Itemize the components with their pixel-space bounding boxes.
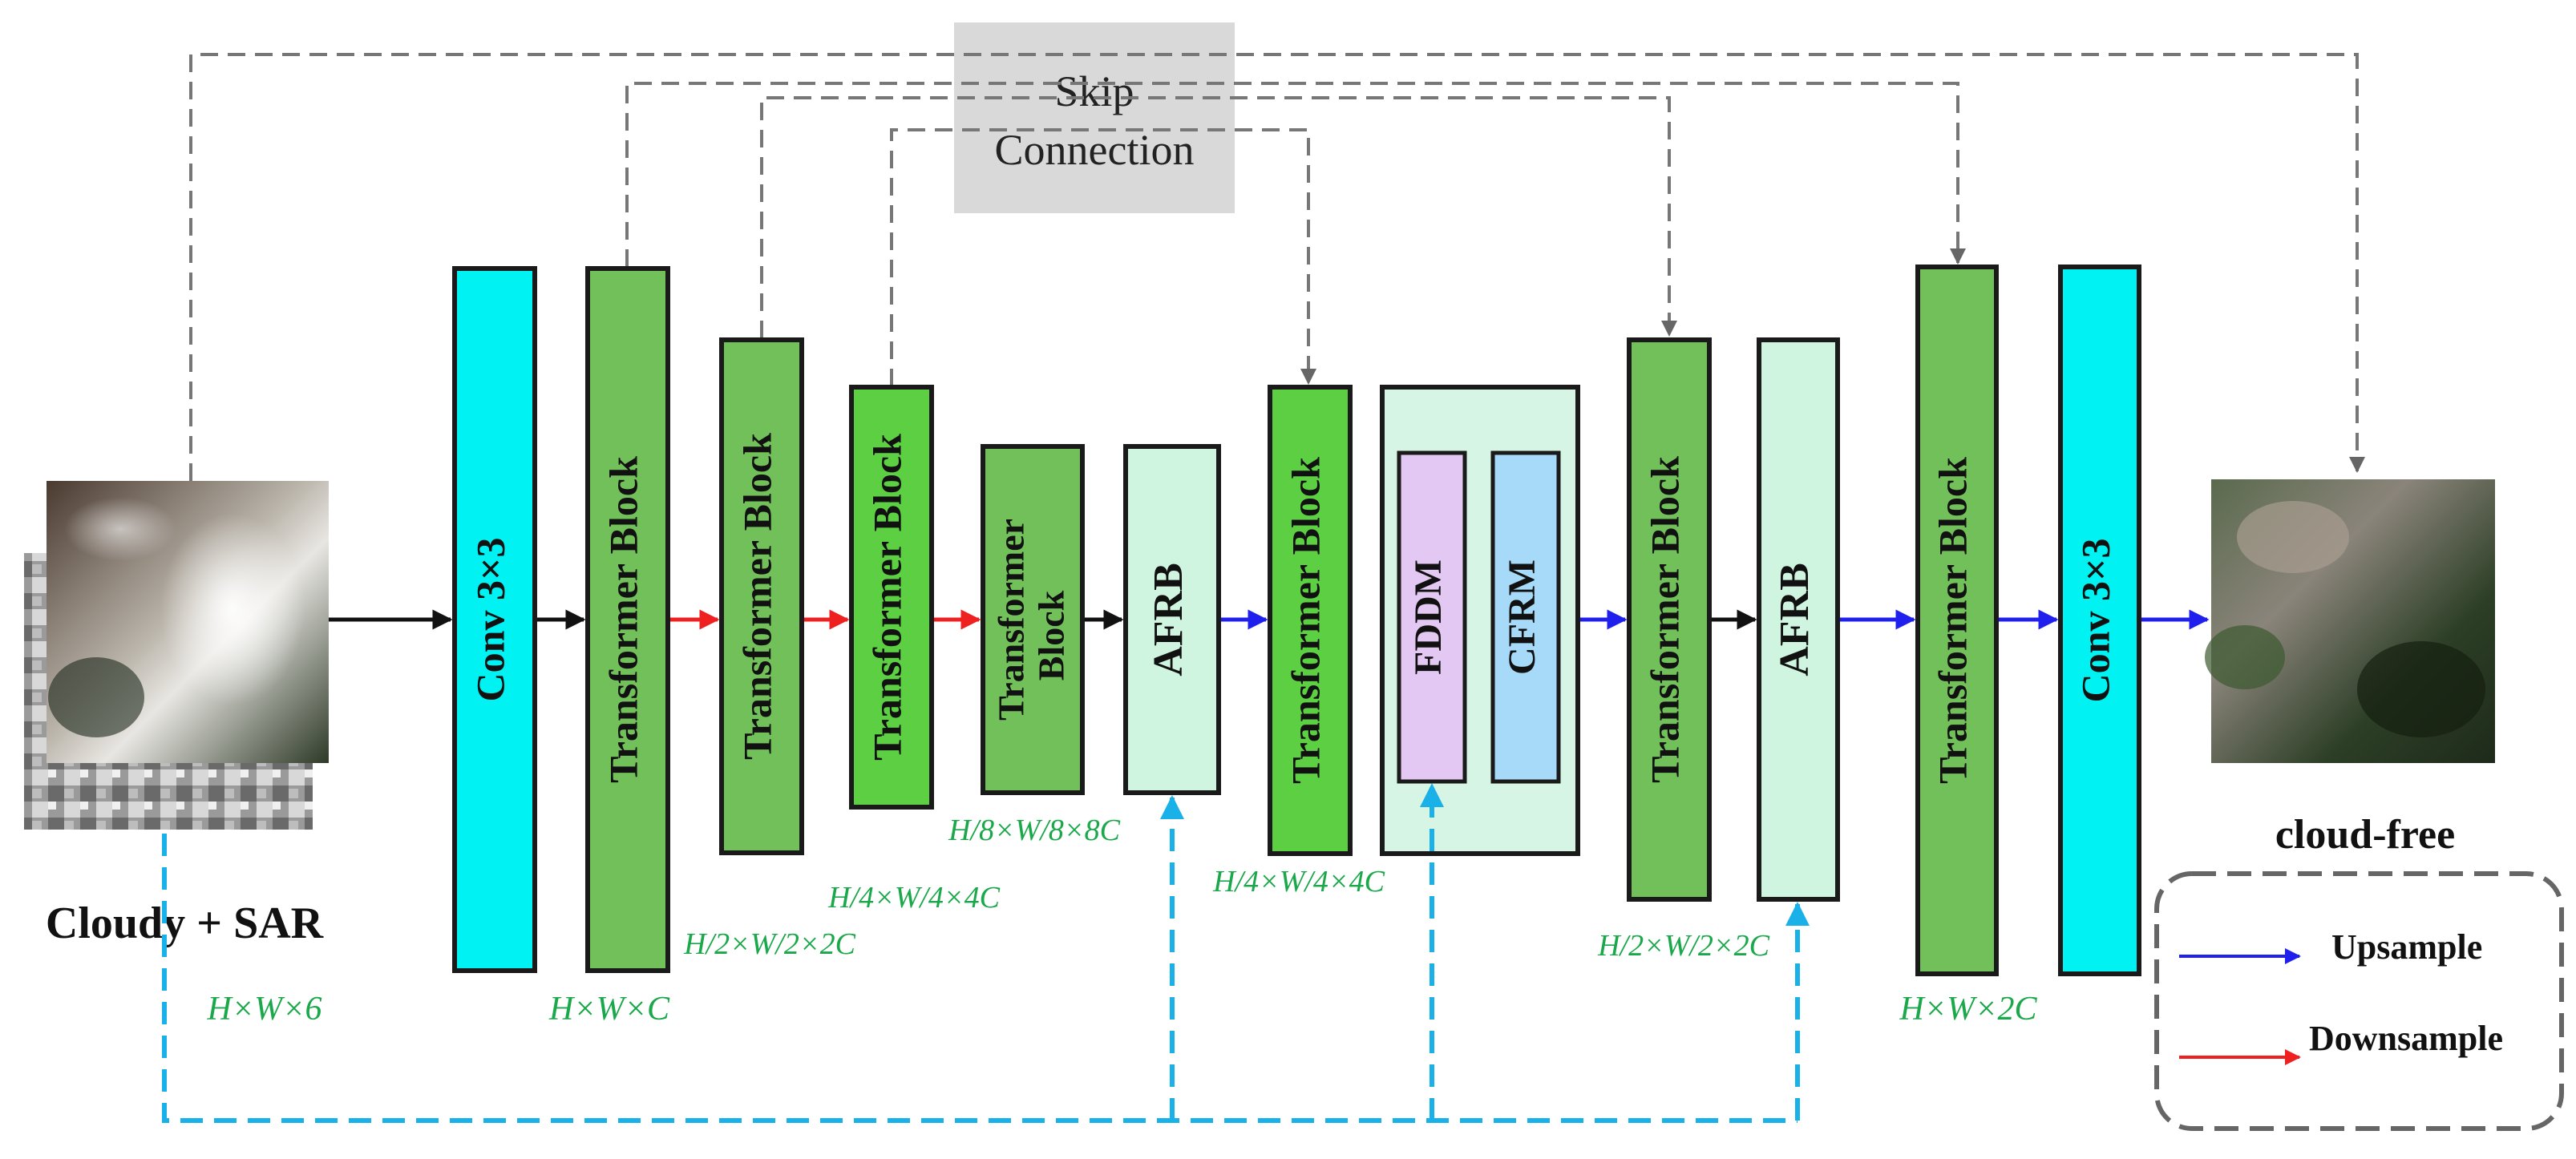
dim-tb2: H/2×W/2×2C xyxy=(683,927,855,961)
transformer-block-2: Transformer Block xyxy=(719,337,804,855)
tb7-label: Transformer Block xyxy=(1930,457,1975,784)
afrb2-label: AFRB xyxy=(1772,563,1818,676)
tb4-label-line1: Transformer xyxy=(991,519,1032,721)
transformer-block-6: Transformer Block xyxy=(1627,337,1712,902)
skip-connection-box: Skip Connection xyxy=(954,22,1235,213)
transformer-block-4: Transformer Block xyxy=(981,444,1085,795)
transformer-block-3: Transformer Block xyxy=(849,385,934,810)
transformer-block-7: Transformer Block xyxy=(1915,265,1999,976)
fddm-block: FDDM xyxy=(1397,450,1467,784)
afrb-block-2: AFRB xyxy=(1757,337,1840,902)
dim-tb1: H×W×C xyxy=(548,991,670,1028)
output-image xyxy=(2205,479,2495,763)
cfrm-block: CFRM xyxy=(1490,450,1561,784)
dim-tb6: H/2×W/2×2C xyxy=(1597,929,1769,963)
input-image xyxy=(24,481,329,830)
legend: Upsample Downsample xyxy=(2154,871,2564,1131)
dim-tb3: H/4×W/4×4C xyxy=(827,881,1000,915)
cfrm-label: CFRM xyxy=(1501,559,1543,675)
output-label: cloud-free xyxy=(2275,812,2455,858)
conv-out-block: Conv 3×3 xyxy=(2058,265,2141,976)
skip-label-line2: Connection xyxy=(995,126,1195,174)
sar-feature-connections xyxy=(162,783,1810,1123)
skip-line-tb3-tb5 xyxy=(890,128,1316,386)
fddm-cfrm-group: FDDM CFRM xyxy=(1380,385,1580,856)
conv-in-label: Conv 3×3 xyxy=(467,538,512,702)
tb3-label: Transformer Block xyxy=(864,434,909,761)
transformer-block-1: Transformer Block xyxy=(585,266,670,973)
legend-box xyxy=(2154,871,2564,1131)
tb5-label: Transformer Block xyxy=(1283,457,1328,784)
skip-line-outer xyxy=(189,53,2365,481)
skip-line-tb1-tb7 xyxy=(625,82,1966,267)
skip-line-tb2-tb6 xyxy=(760,96,1677,338)
tb4-label-line2: Block xyxy=(1031,590,1072,680)
input-label: Cloudy + SAR xyxy=(46,899,324,948)
conv-out-label: Conv 3×3 xyxy=(2073,539,2117,703)
conv-in-block: Conv 3×3 xyxy=(452,266,537,973)
legend-downsample-label: Downsample xyxy=(2309,1019,2503,1058)
transformer-block-5: Transformer Block xyxy=(1268,385,1353,856)
dim-tb4: H/8×W/8×8C xyxy=(948,814,1120,847)
dim-tb7: H×W×2C xyxy=(1899,991,2037,1028)
sar-line-main xyxy=(162,834,1798,1123)
skip-label-line1: Skip xyxy=(1054,67,1134,115)
fddm-label: FDDM xyxy=(1407,559,1450,675)
dim-tb5: H/4×W/4×4C xyxy=(1212,865,1385,899)
afrb1-label: AFRB xyxy=(1146,563,1191,676)
dim-input: H×W×6 xyxy=(206,991,321,1028)
legend-upsample-label: Upsample xyxy=(2331,927,2482,967)
skip-connections xyxy=(189,53,2365,481)
tb2-label: Transformer Block xyxy=(734,433,779,760)
afrb-block-1: AFRB xyxy=(1123,444,1221,795)
tb6-label: Transformer Block xyxy=(1642,456,1687,783)
tb1-label: Transformer Block xyxy=(601,456,645,783)
